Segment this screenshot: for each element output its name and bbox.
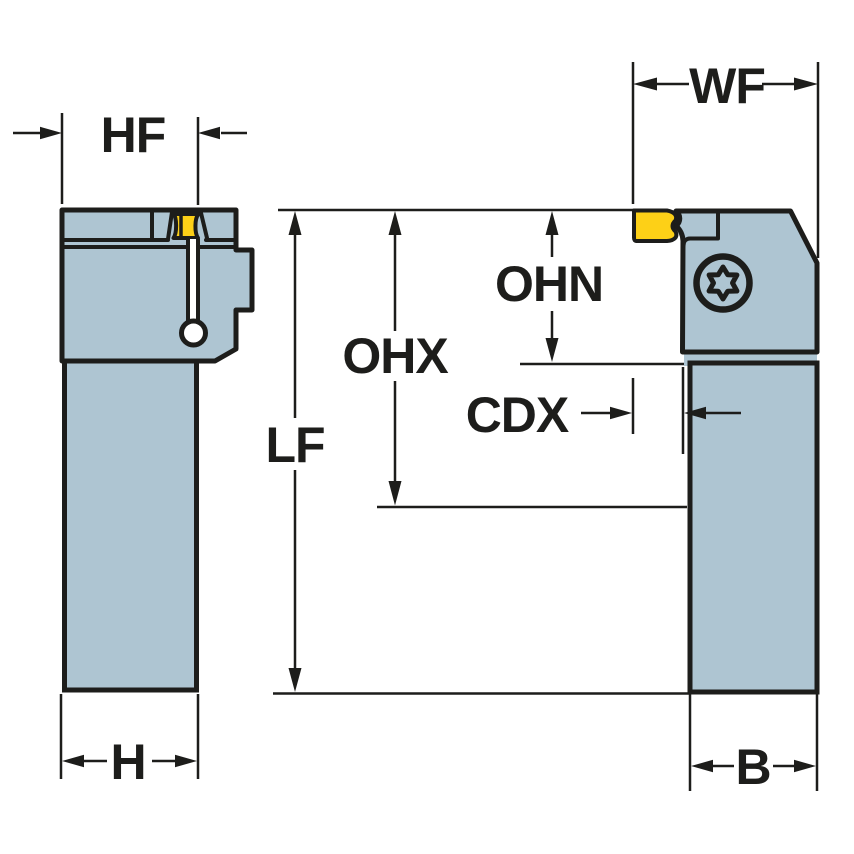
dimension-lf: LF bbox=[265, 211, 689, 695]
dimension-ohn: OHN bbox=[495, 211, 684, 366]
hf-arrow-left bbox=[40, 126, 62, 140]
insert-side bbox=[171, 212, 201, 240]
h-arrow-right bbox=[175, 754, 197, 768]
lf-arrow-down bbox=[288, 668, 302, 692]
ohx-arrow-down bbox=[388, 481, 402, 506]
hf-label: HF bbox=[101, 107, 166, 163]
ohx-arrow-up bbox=[388, 211, 402, 235]
front-view-shank bbox=[687, 360, 820, 695]
keyhole-screw-hole bbox=[179, 318, 208, 348]
dimension-ohx: OHX bbox=[342, 211, 687, 509]
cdx-arrow-left bbox=[684, 406, 706, 420]
b-label: B bbox=[735, 739, 770, 795]
b-arrow-left bbox=[691, 759, 713, 773]
insert-front bbox=[632, 208, 679, 243]
side-view-shank bbox=[62, 358, 199, 693]
ohx-label: OHX bbox=[342, 328, 448, 384]
dimension-wf: WF bbox=[631, 58, 820, 258]
cdx-arrow-right bbox=[610, 406, 632, 420]
lf-label: LF bbox=[265, 417, 324, 473]
keyhole-slot-fill bbox=[189, 239, 197, 323]
h-arrow-left bbox=[62, 754, 84, 768]
keyhole-slot-walls bbox=[186, 239, 200, 322]
ohn-arrow-down bbox=[545, 338, 559, 362]
ohn-label: OHN bbox=[495, 256, 603, 312]
dimension-b: B bbox=[688, 694, 819, 795]
torx-screw-ring bbox=[693, 253, 753, 313]
front-view-pocket-line bbox=[681, 210, 720, 248]
b-arrow-right bbox=[794, 759, 816, 773]
front-view bbox=[632, 208, 820, 695]
cdx-label: CDX bbox=[466, 387, 569, 443]
torx-screw-star bbox=[706, 264, 740, 302]
side-view-head bbox=[59, 207, 255, 364]
side-view-clamp-seams bbox=[60, 208, 236, 249]
hf-arrow-right bbox=[198, 126, 220, 140]
wf-label: WF bbox=[689, 58, 765, 114]
side-view bbox=[59, 207, 255, 693]
lf-arrow-up bbox=[288, 211, 302, 235]
h-label: H bbox=[110, 734, 145, 790]
wf-arrow-right bbox=[794, 77, 818, 91]
ohn-arrow-up bbox=[545, 211, 559, 235]
dimension-cdx: CDX bbox=[466, 367, 741, 454]
dimension-hf: HF bbox=[13, 107, 247, 205]
dimension-h: H bbox=[59, 694, 200, 790]
wf-arrow-left bbox=[633, 77, 657, 91]
